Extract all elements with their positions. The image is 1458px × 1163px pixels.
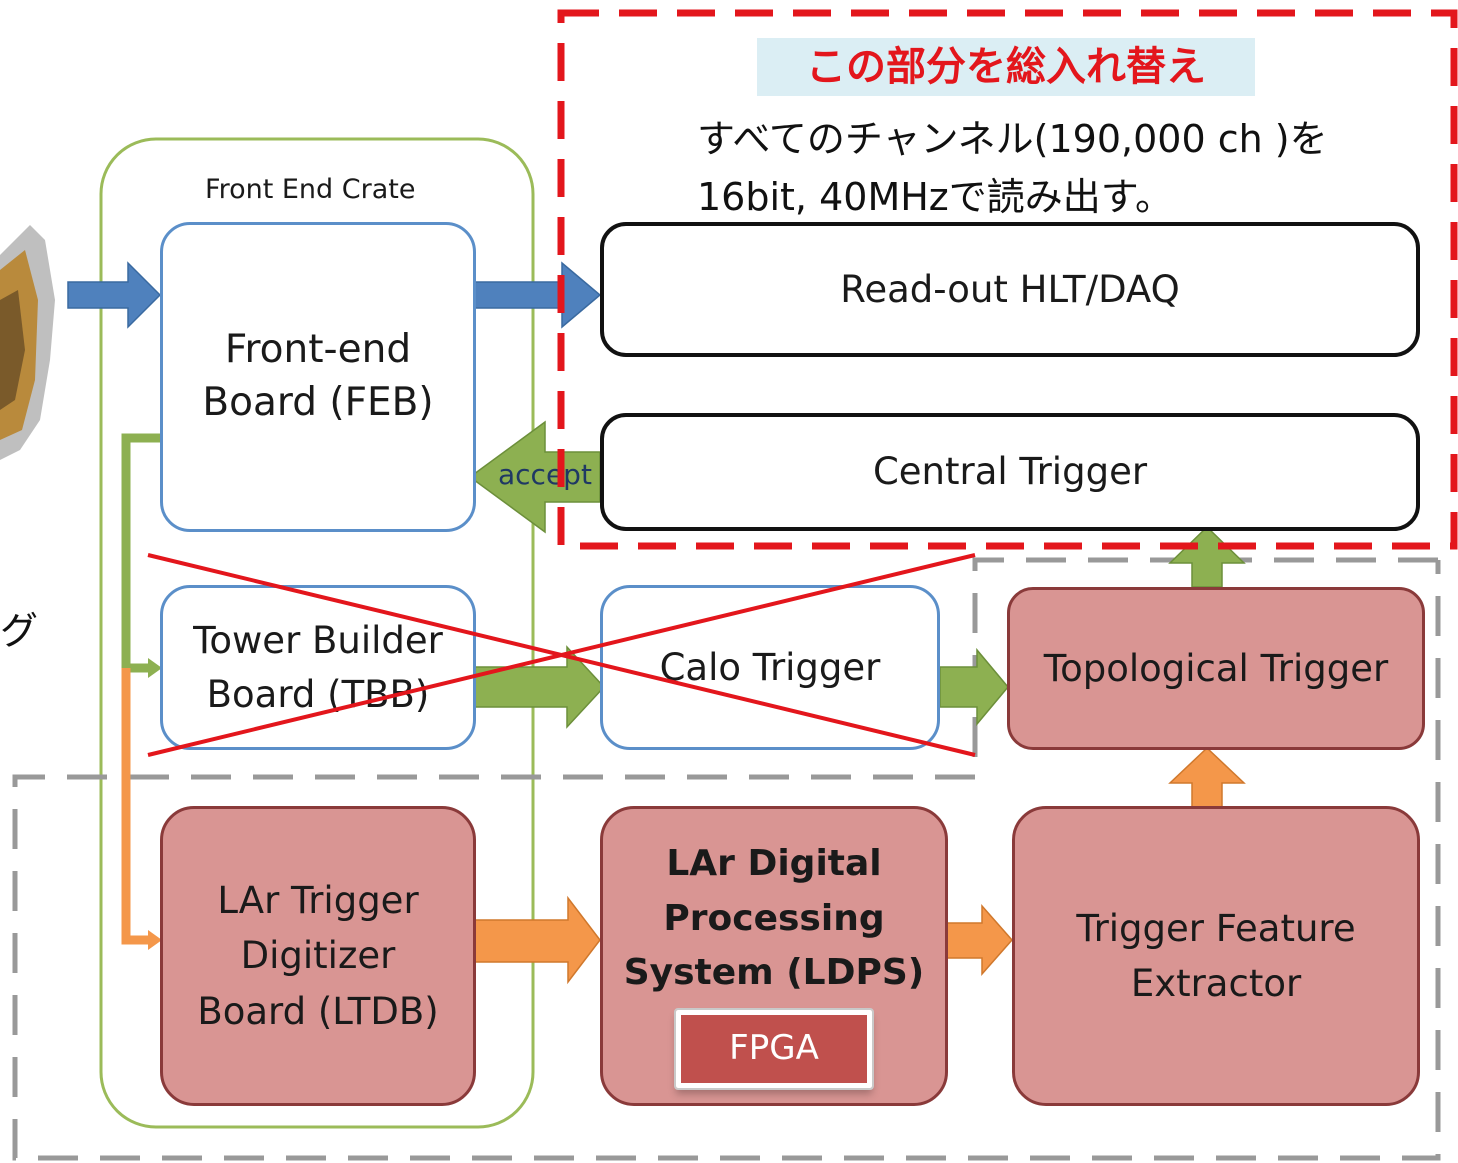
ldps-to-tfe-arrow [946,904,1014,976]
input-blue-arrow [67,261,162,329]
ltdb-to-ldps-arrow [474,895,601,985]
feb-to-readout-arrow [474,261,602,329]
readout-box: Read-out HLT/DAQ [600,222,1420,357]
tfe-box: Trigger Feature Extractor [1012,806,1420,1106]
tfe-to-topo-arrow [1168,746,1246,809]
side-text: グ [0,609,39,653]
gray-dashed-region-lower [12,560,1441,1161]
header-line2: 16bit, 40MHzで読み出す。 [697,175,1173,219]
topo-to-central-arrow [1168,525,1246,588]
crate-label: Front End Crate [205,174,416,205]
central-trigger-box: Central Trigger [600,413,1420,531]
accept-label: accept [498,458,592,491]
calo-trigger-box: Calo Trigger [600,585,940,750]
feb-box: Front-end Board (FEB) [160,222,476,532]
fpga-chip: FPGA [674,1008,874,1090]
header-title: この部分を総入れ替え [757,38,1255,96]
feb-to-ltdb-connector [121,668,150,945]
detector-image [0,225,55,460]
tbb-box: Tower Builder Board (TBB) [160,585,476,750]
feb-to-tbb-connector [121,433,160,673]
ldps-box: LAr Digital Processing System (LDPS) [600,806,948,1106]
header-line1: すべてのチャンネル(190,000 ch )を [697,117,1328,161]
tbb-to-calo-arrow [474,645,606,729]
ltdb-box: LAr Trigger Digitizer Board (LTDB) [160,806,476,1106]
topo-trigger-box: Topological Trigger [1007,587,1425,750]
